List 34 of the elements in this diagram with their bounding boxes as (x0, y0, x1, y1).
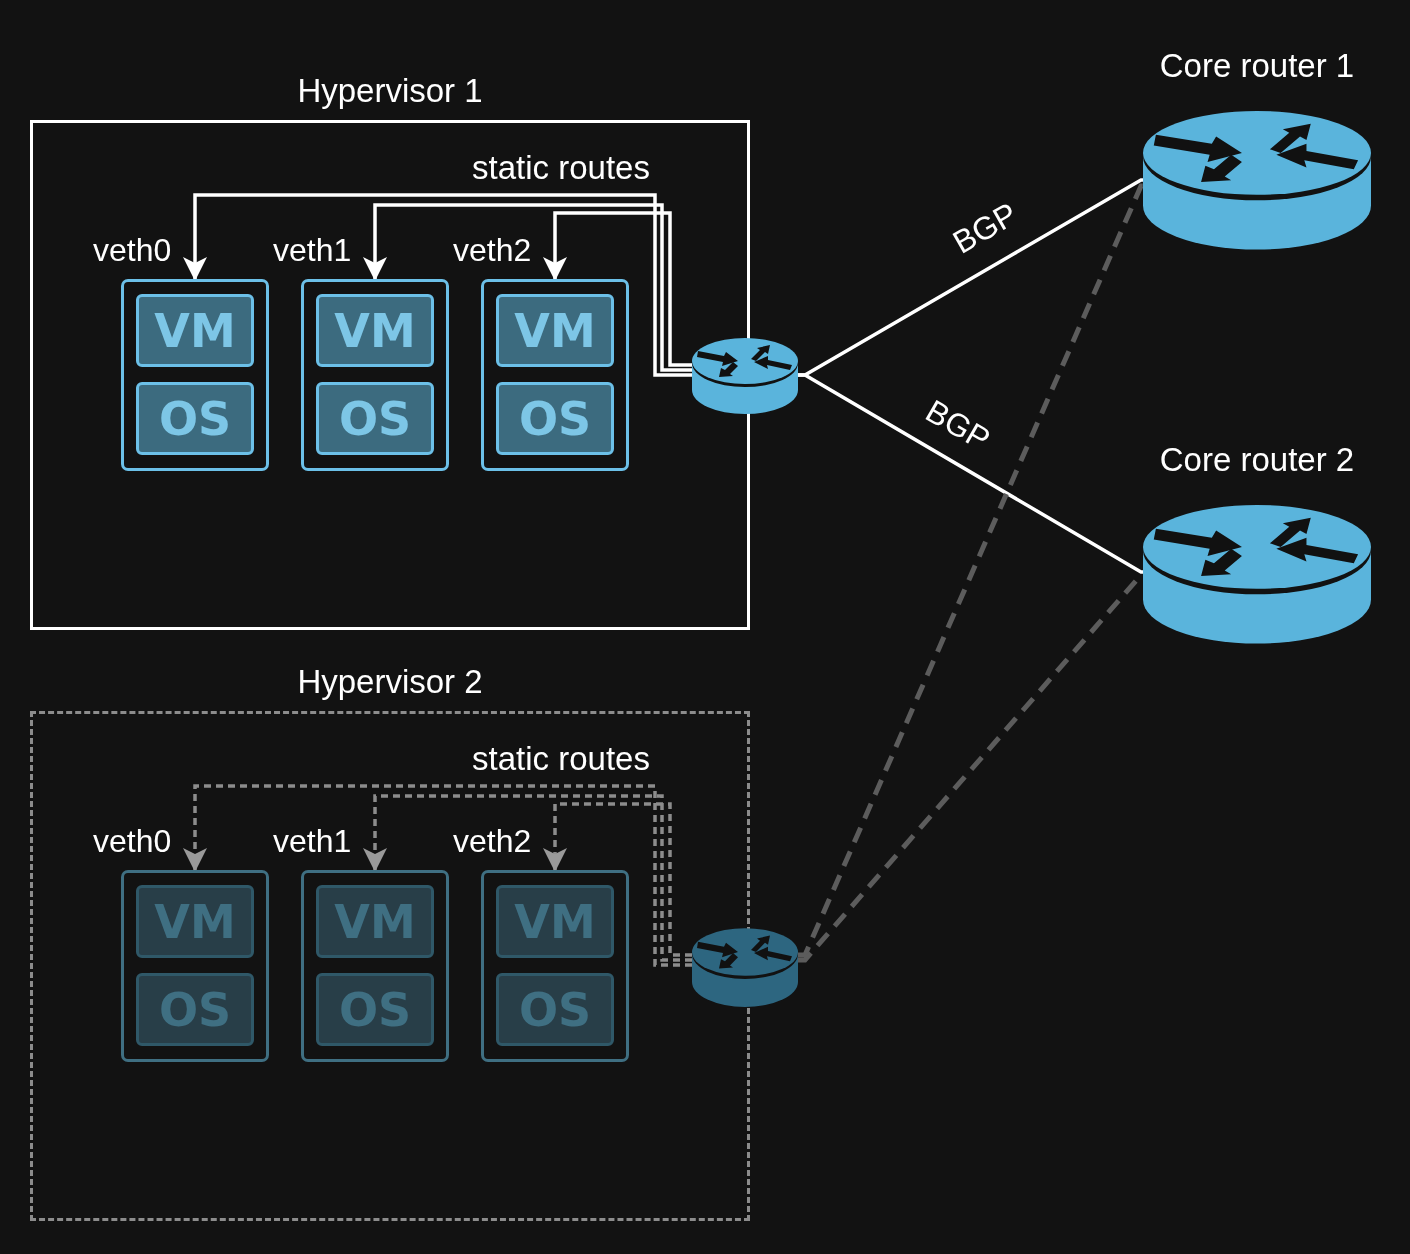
layer-box: VM (496, 885, 614, 958)
interface-label: veth2 (453, 232, 532, 268)
connector-line (797, 183, 1145, 958)
interface-label: veth1 (273, 823, 352, 859)
layer-box: VM (136, 294, 254, 367)
layer-box: VM (316, 294, 434, 367)
interface-label: veth2 (453, 823, 532, 859)
arrow (363, 203, 692, 372)
edge-label: BGP (918, 391, 998, 459)
layer-box: OS (316, 973, 434, 1046)
connector-line (798, 373, 1144, 574)
hypervisor-title: Hypervisor 1 (296, 71, 484, 111)
hypervisor-title: Hypervisor 2 (296, 662, 484, 702)
arrow (183, 784, 692, 967)
arrow (363, 794, 692, 962)
layer-box: OS (496, 973, 614, 1046)
layer-box: OS (136, 382, 254, 455)
arrow (183, 193, 692, 377)
arrow (543, 802, 692, 957)
route-label: static routes (472, 148, 650, 188)
edge-label: BGP (945, 194, 1025, 262)
layer-box: VM (136, 885, 254, 958)
layer-box: VM (316, 885, 434, 958)
router-title: Core router 1 (1158, 46, 1356, 86)
arrow (543, 211, 692, 367)
layer-box: VM (496, 294, 614, 367)
router-title: Core router 2 (1158, 440, 1356, 480)
layer-box: OS (496, 382, 614, 455)
interface-label: veth0 (93, 823, 172, 859)
layer-box: OS (136, 973, 254, 1046)
interface-label: veth1 (273, 232, 352, 268)
layer-box: OS (316, 382, 434, 455)
route-label: static routes (472, 739, 650, 779)
interface-label: veth0 (93, 232, 172, 268)
